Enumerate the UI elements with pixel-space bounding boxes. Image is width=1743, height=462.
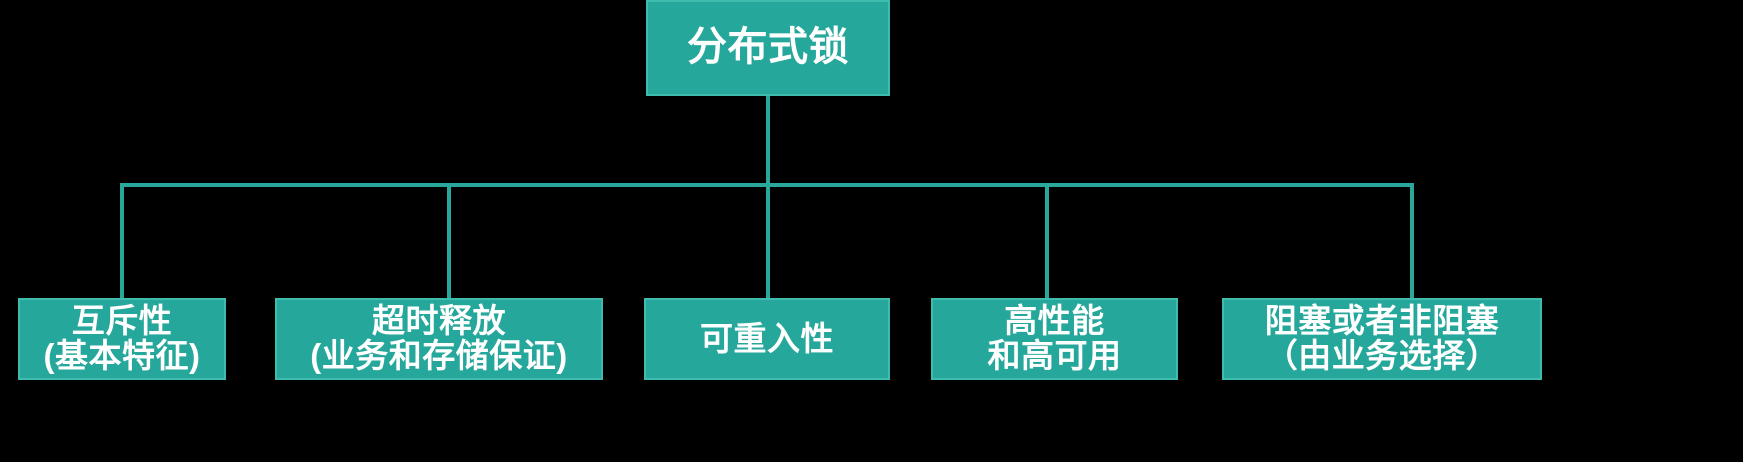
node-child-blocking-nonblocking[interactable]: 阻塞或者非阻塞 （由业务选择） (1222, 298, 1542, 380)
node-c0-line-1: 互斥性 (71, 302, 173, 340)
node-c0-line-2: (基本特征) (43, 337, 201, 374)
node-root-line-1: 分布式锁 (687, 24, 849, 69)
node-c2-line-1: 可重入性 (700, 319, 834, 357)
node-c1-line-1: 超时释放 (372, 302, 506, 340)
node-root-distributed-lock[interactable]: 分布式锁 (646, 0, 890, 96)
node-c4-line-2: （由业务选择） (1264, 337, 1500, 374)
node-c4-line-1: 阻塞或者非阻塞 (1264, 302, 1500, 340)
connector-drop-4 (1045, 183, 1049, 299)
connector-drop-2 (447, 183, 451, 299)
node-child-timeout-release[interactable]: 超时释放 (业务和存储保证) (275, 298, 603, 380)
connector-drop-1 (120, 183, 124, 299)
node-child-mutual-exclusion[interactable]: 互斥性 (基本特征) (18, 298, 226, 380)
node-c3-line-1: 高性能 (1004, 302, 1105, 340)
connector-drop-3 (766, 183, 770, 299)
node-child-reentrancy[interactable]: 可重入性 (644, 298, 890, 380)
node-c1-line-2: (业务和存储保证) (310, 337, 568, 374)
node-c3-line-2: 和高可用 (987, 337, 1122, 374)
connector-drop-5 (1410, 183, 1414, 299)
connector-root-stem (766, 96, 770, 185)
node-child-high-performance[interactable]: 高性能 和高可用 (931, 298, 1178, 380)
